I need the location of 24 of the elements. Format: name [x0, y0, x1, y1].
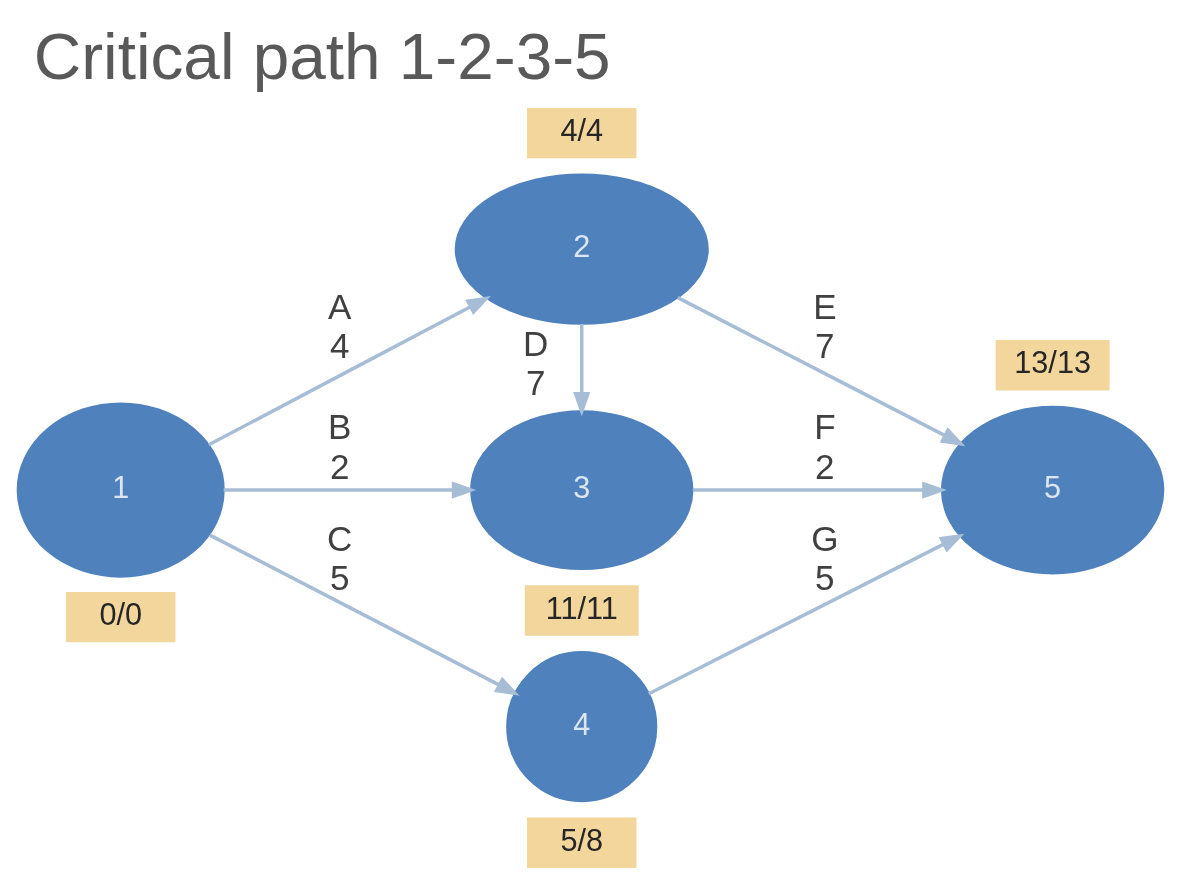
- node-label: 0/0: [98, 596, 142, 631]
- node-label: 5/8: [559, 822, 603, 857]
- edge-label: D 7: [522, 323, 548, 402]
- edge-label: B 2: [327, 406, 351, 486]
- arrow: [692, 481, 947, 499]
- arrow: [208, 533, 520, 696]
- node-ellipse: 1: [16, 402, 225, 578]
- node-label: 13/13: [1013, 344, 1091, 379]
- arrow: [676, 295, 965, 446]
- node-ellipse: 2: [454, 173, 709, 325]
- node-label: 4/4: [559, 112, 603, 147]
- arrow: [572, 323, 590, 416]
- edge-label: G 5: [810, 518, 838, 597]
- edge-label: E 7: [812, 286, 837, 365]
- edge-label: C 5: [326, 518, 352, 597]
- edge-label: A 4: [327, 286, 351, 365]
- diagram-title: Critical path 1-2-3-5: [33, 19, 611, 93]
- node-ellipse: 3: [469, 409, 693, 570]
- edge-label: F 2: [813, 406, 836, 486]
- arrow: [647, 533, 964, 695]
- node-circle: 4: [505, 650, 657, 802]
- arrow: [223, 481, 476, 499]
- arrow: [207, 295, 491, 446]
- node-label: 11/11: [545, 590, 618, 625]
